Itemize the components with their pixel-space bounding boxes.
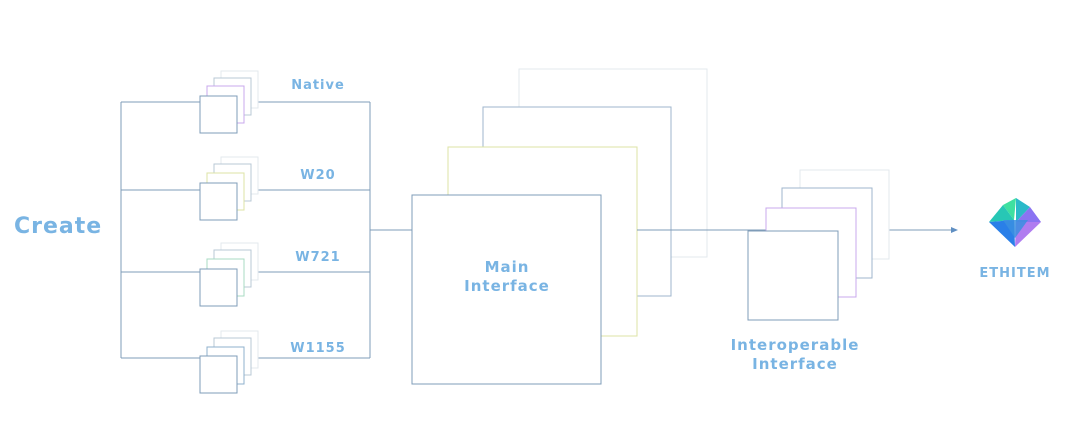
interoperable-interface-stack <box>747 169 890 321</box>
standard-label-native: Native <box>291 78 345 93</box>
left-bracket-connectors <box>120 101 412 359</box>
interoperable-interface-label-line2: Interface <box>752 355 838 373</box>
create-label: Create <box>14 214 102 239</box>
native-token-stack <box>199 70 259 134</box>
brand-label: ETHITEM <box>979 266 1050 281</box>
main-interface-label-line1: Main <box>485 258 530 276</box>
ethitem-logo-icon <box>989 198 1041 247</box>
w721-token-stack <box>199 242 259 307</box>
w1155-token-stack <box>199 330 259 394</box>
w20-token-stack <box>199 156 259 221</box>
main-interface-stack <box>411 68 708 385</box>
standard-label-w721: W721 <box>295 250 340 265</box>
standard-label-w20: W20 <box>300 168 335 183</box>
main-interface-label-line2: Interface <box>464 277 550 295</box>
standard-label-w1155: W1155 <box>290 341 346 356</box>
interoperable-interface-label-line1: Interoperable <box>731 336 860 354</box>
arrow-head-icon <box>951 227 958 233</box>
